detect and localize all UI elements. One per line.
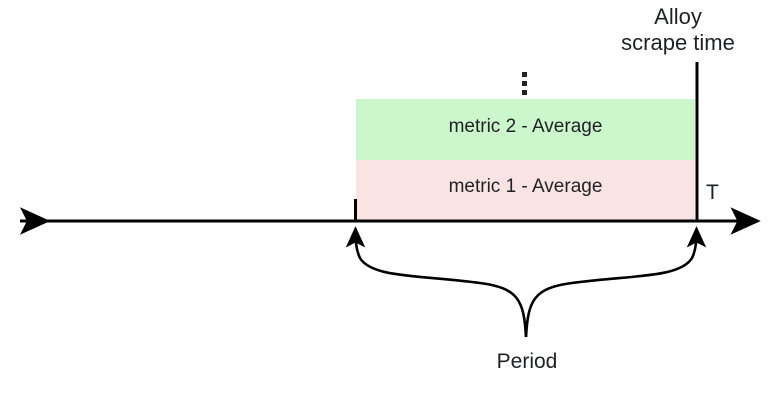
period-brace-right <box>524 226 707 338</box>
time-axis-label: T <box>706 181 719 204</box>
band-metric-2 <box>356 99 695 160</box>
period-label: Period <box>496 350 558 373</box>
band-metric-1-label: metric 1 - Average <box>448 176 603 197</box>
period-brace-left <box>345 226 528 338</box>
band-metric-2-label: metric 2 - Average <box>448 116 603 137</box>
more-metrics-ellipsis-icon <box>522 72 527 95</box>
alloy-scrape-time-label: Alloy scrape time <box>621 4 735 55</box>
